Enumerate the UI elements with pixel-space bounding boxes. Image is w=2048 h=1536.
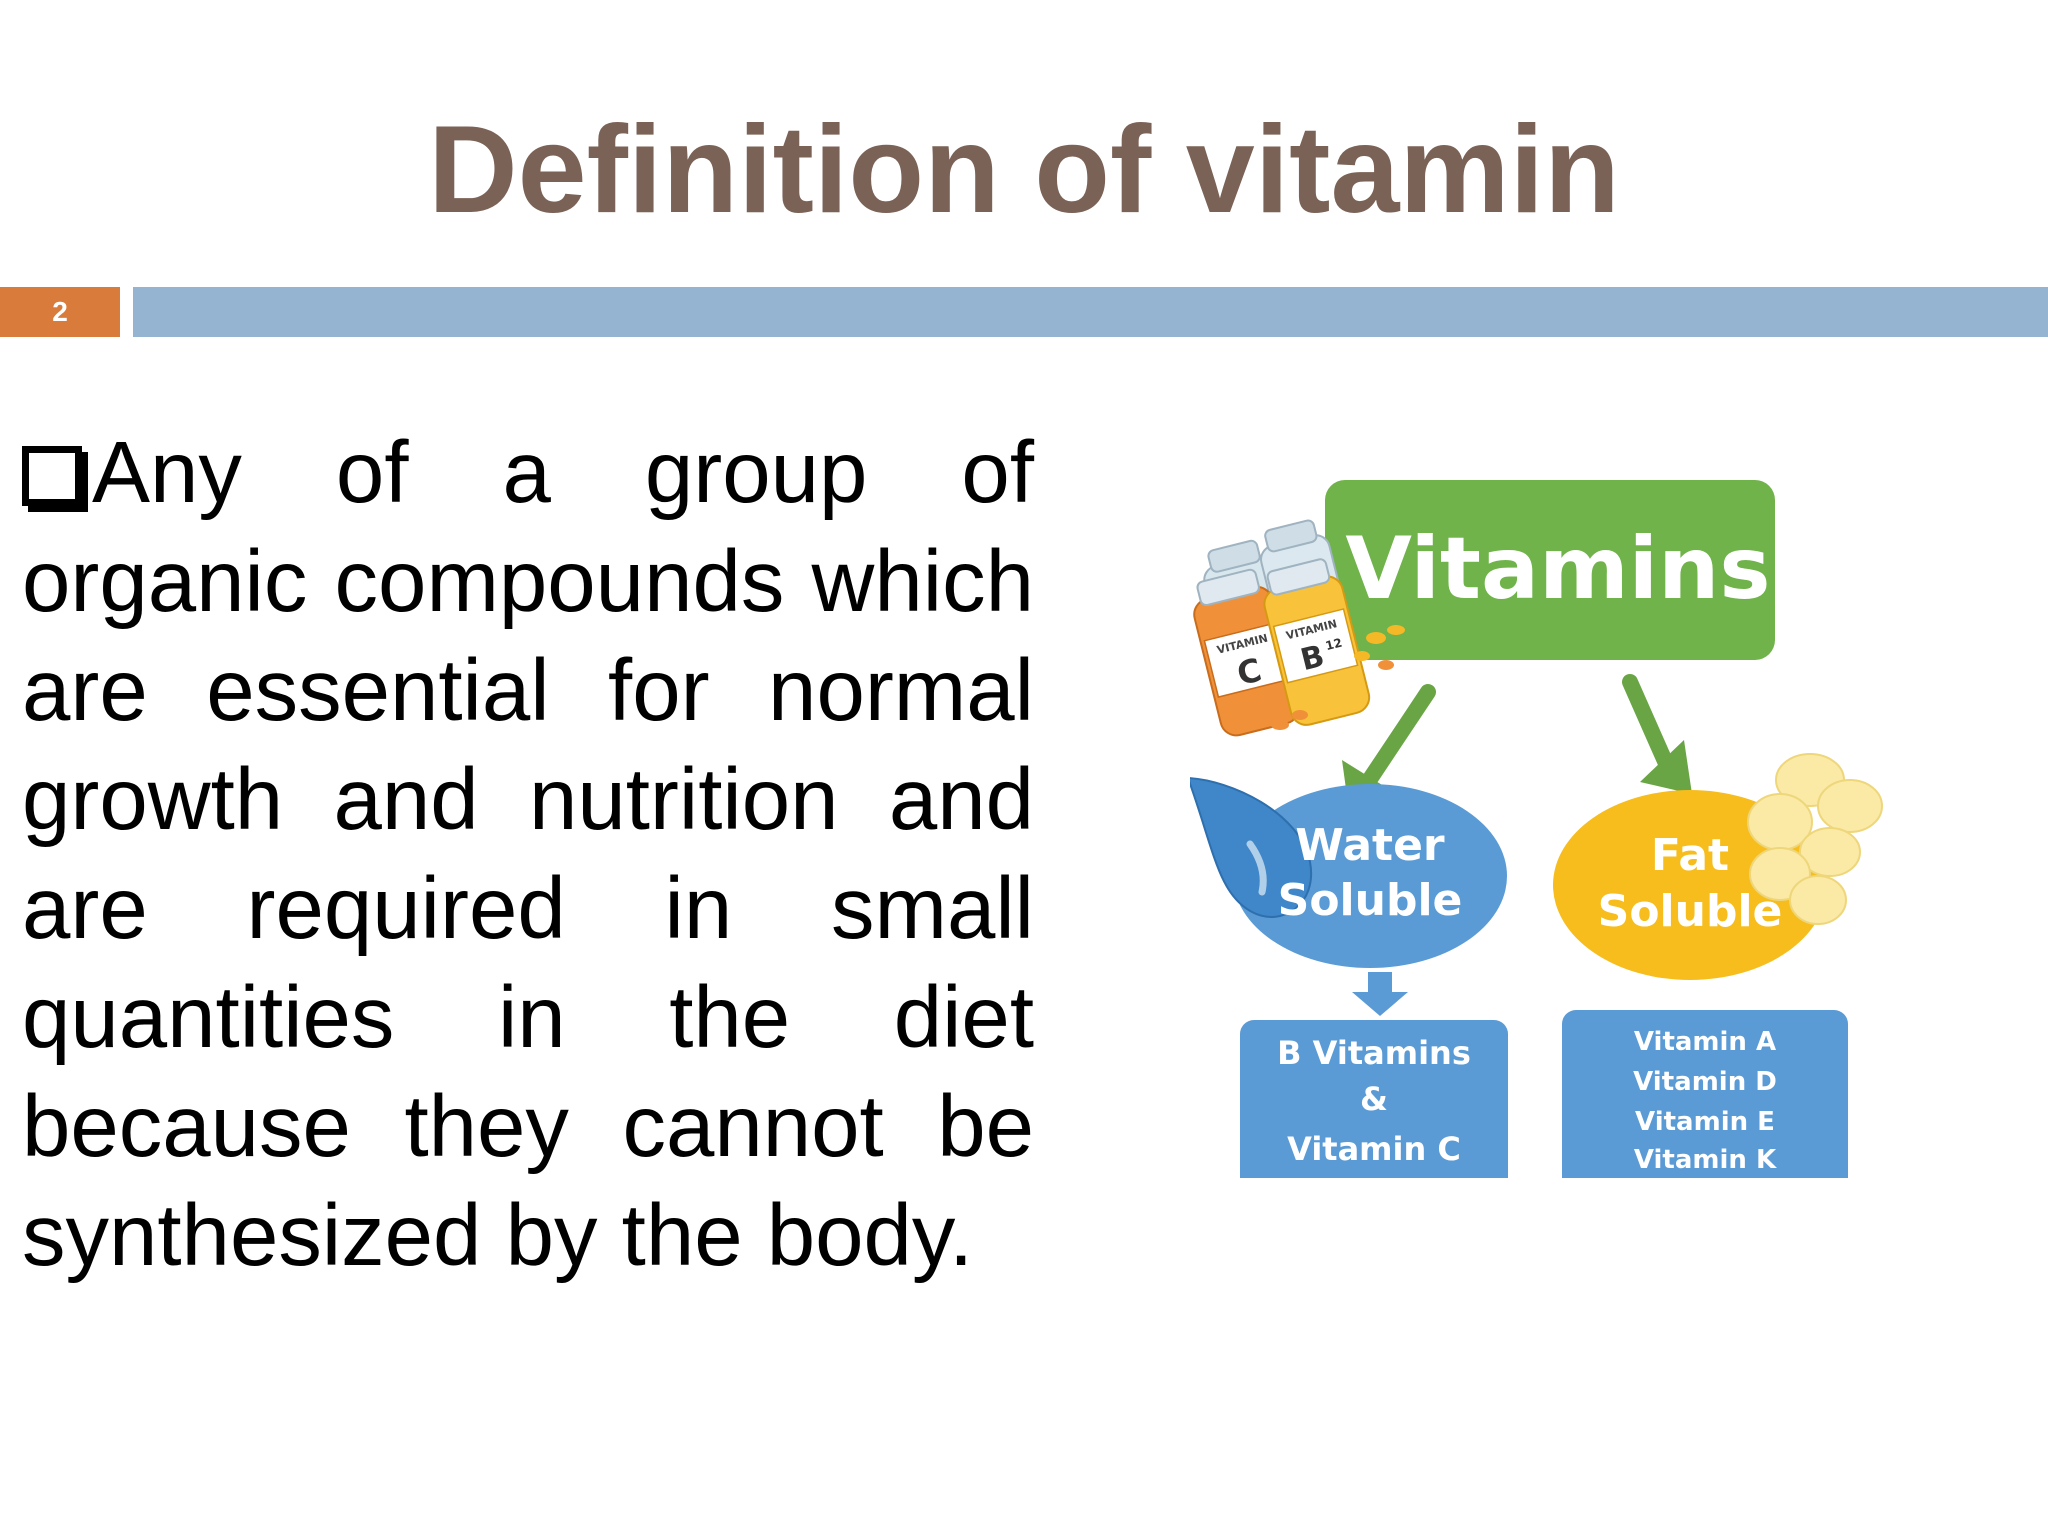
fat-vitamins-box [1562, 1010, 1848, 1178]
water-box-line1: B Vitamins [1277, 1034, 1471, 1072]
fat-box-line1: Vitamin A [1634, 1027, 1776, 1057]
slide-title: Definition of vitamin [428, 101, 1620, 239]
fat-box-line4: Vitamin K [1634, 1145, 1777, 1175]
water-box-line3: Vitamin C [1287, 1130, 1461, 1168]
slide-number: 2 [0, 287, 120, 337]
vitamins-root-label: Vitamins [1345, 519, 1770, 619]
vitamin-bottles-icon: VITAMIN C VITAMIN B 12 [1193, 519, 1405, 737]
water-label-line1: Water [1295, 820, 1445, 871]
water-label-line2: Soluble [1278, 875, 1463, 926]
water-soluble-node [1233, 784, 1507, 968]
vitamin-classification-diagram: Vitamins VITAMIN C VITAMIN B 12 [1190, 480, 1883, 1178]
fat-label-line2: Soluble [1598, 886, 1783, 937]
arrow-to-fat [1622, 674, 1692, 794]
definition-text: Any of a group of organic compounds whic… [22, 424, 1034, 1284]
checkbox-bullet-icon [22, 446, 82, 506]
definition-paragraph: Any of a group of organic compounds whic… [22, 418, 1034, 1290]
water-vitamins-box [1240, 1020, 1508, 1178]
fat-box-line3: Vitamin E [1635, 1107, 1775, 1137]
water-box-line2: & [1360, 1080, 1388, 1118]
bottle-b-subscript: 12 [1324, 636, 1344, 654]
vitamins-root-box [1325, 480, 1775, 660]
arrow-to-water-box [1352, 972, 1408, 1016]
fat-label-line1: Fat [1651, 830, 1729, 881]
header-bar [133, 287, 2048, 337]
fat-droplets-icon [1747, 753, 1883, 925]
fat-box-line2: Vitamin D [1633, 1067, 1777, 1097]
